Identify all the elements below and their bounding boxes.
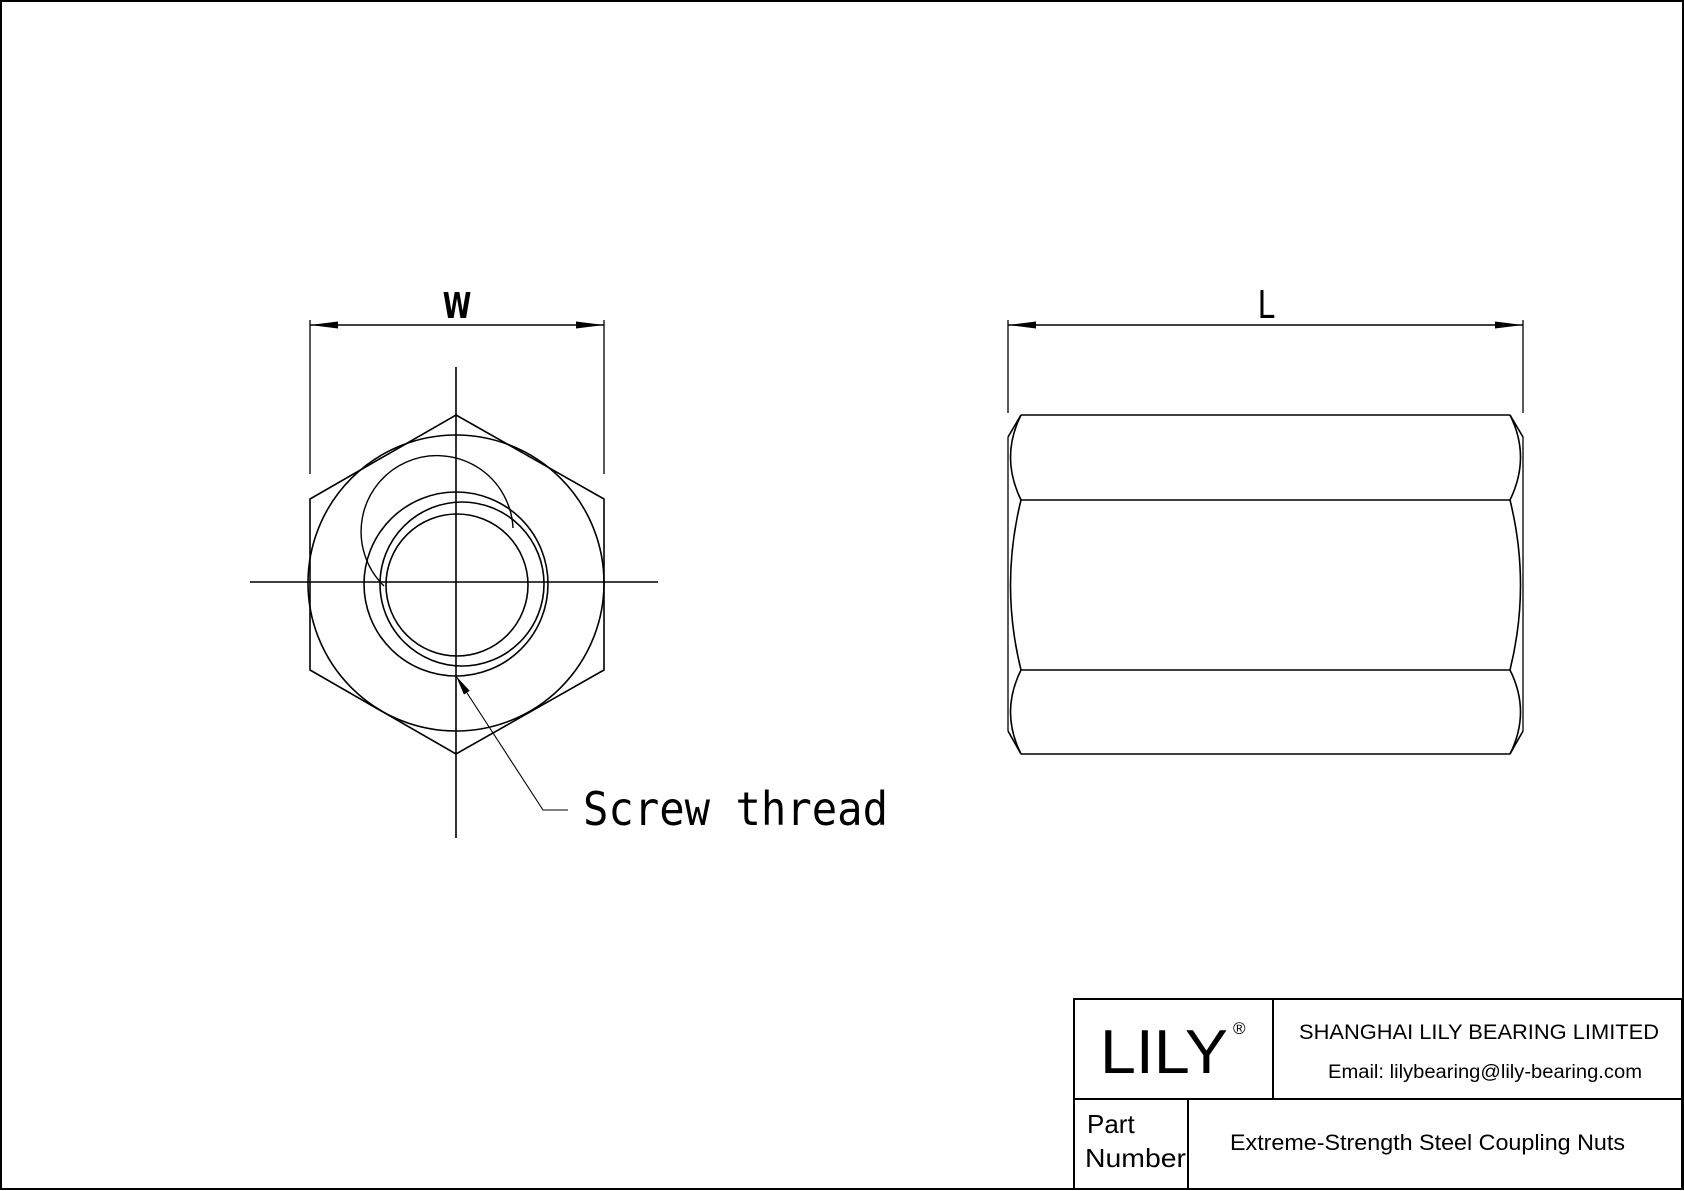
registered-mark: ® xyxy=(1233,1019,1246,1038)
company-email: Email: lilybearing@lily-bearing.com xyxy=(1328,1062,1642,1083)
company-name: SHANGHAI LILY BEARING LIMITED xyxy=(1299,1021,1659,1044)
left-arc-middle xyxy=(1009,499,1022,671)
w-dimension-label: W xyxy=(443,286,472,327)
title-block-frame xyxy=(1073,998,1683,1190)
screw-thread-label: Screw thread xyxy=(583,782,888,836)
left-arc-lower xyxy=(1009,669,1022,755)
screw-thread-leader xyxy=(455,675,568,811)
part-number-label-line2: Number xyxy=(1085,1143,1186,1173)
thread-arc xyxy=(360,454,514,587)
title-block xyxy=(1073,998,1683,1190)
left-arc-upper xyxy=(1009,414,1022,501)
side-view xyxy=(1007,320,1524,755)
thread-minor-circle xyxy=(385,513,529,657)
hex-outline xyxy=(309,414,605,755)
right-arc-upper xyxy=(1509,414,1522,501)
front-view xyxy=(250,320,658,838)
company-logo: LILY xyxy=(1100,1018,1228,1087)
l-dimension-label: L xyxy=(1258,284,1275,328)
right-arc-middle xyxy=(1509,499,1522,671)
thread-major-circle xyxy=(379,501,545,667)
part-number-label-line1: Part xyxy=(1087,1109,1135,1139)
part-number-value: Extreme-Strength Steel Coupling Nuts xyxy=(1230,1130,1625,1155)
right-arc-lower xyxy=(1509,669,1522,755)
